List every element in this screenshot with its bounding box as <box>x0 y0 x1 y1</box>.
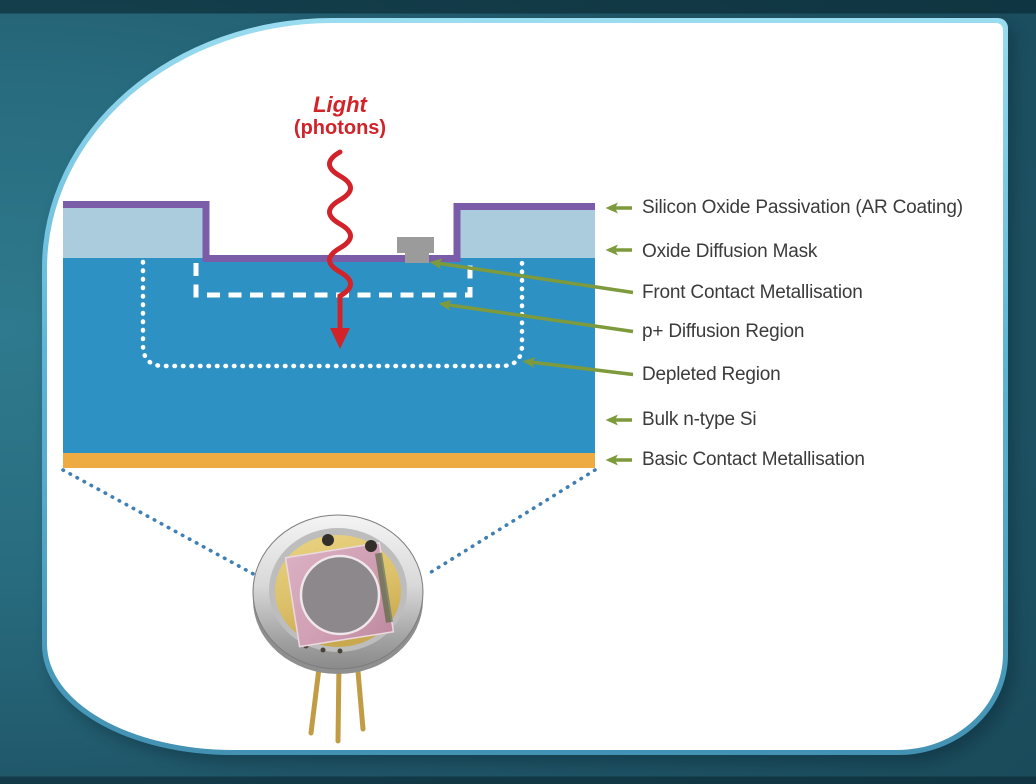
basic-contact-metallisation-layer <box>63 453 595 468</box>
zoom-leader-right <box>426 468 597 576</box>
label-basic-contact-metallisation: Basic Contact Metallisation <box>642 449 865 470</box>
arrow-front-contact-metallisation-icon <box>429 258 634 295</box>
light-subtitle: (photons) <box>293 117 387 139</box>
bulk-n-type-si-region <box>63 256 595 453</box>
arrow-depleted-region-icon <box>522 357 634 377</box>
bond-pad-dot <box>365 540 377 552</box>
photodiode-package-photo <box>252 514 424 744</box>
zoom-leader-lines <box>61 468 597 596</box>
label-p-plus-diffusion-region: p+ Diffusion Region <box>642 321 805 342</box>
label-front-contact-metallisation: Front Contact Metallisation <box>642 282 863 303</box>
chip-edge-sliver <box>374 552 393 623</box>
front-contact-metallisation-block <box>397 237 434 263</box>
label-silicon-oxide-passivation: Silicon Oxide Passivation (AR Coating) <box>642 197 963 218</box>
zoom-leader-left <box>61 468 292 596</box>
light-title: Light <box>313 92 367 117</box>
cross-section <box>63 201 595 468</box>
oxide-diffusion-mask-right <box>457 203 595 258</box>
label-depleted-region: Depleted Region <box>642 364 781 385</box>
light-arrowhead-icon <box>330 328 350 349</box>
label-bulk-n-type-si: Bulk n-type Si <box>642 409 757 430</box>
depleted-region-outline <box>140 259 525 369</box>
active-area-circle <box>299 554 381 636</box>
light-photon-arrow <box>327 149 353 349</box>
oxide-diffusion-mask-left <box>63 201 206 258</box>
arrow-p-plus-diffusion-region-icon <box>438 299 634 334</box>
bond-pad-dot <box>322 534 334 546</box>
label-arrows <box>429 202 634 466</box>
label-oxide-diffusion-mask: Oxide Diffusion Mask <box>642 241 818 262</box>
